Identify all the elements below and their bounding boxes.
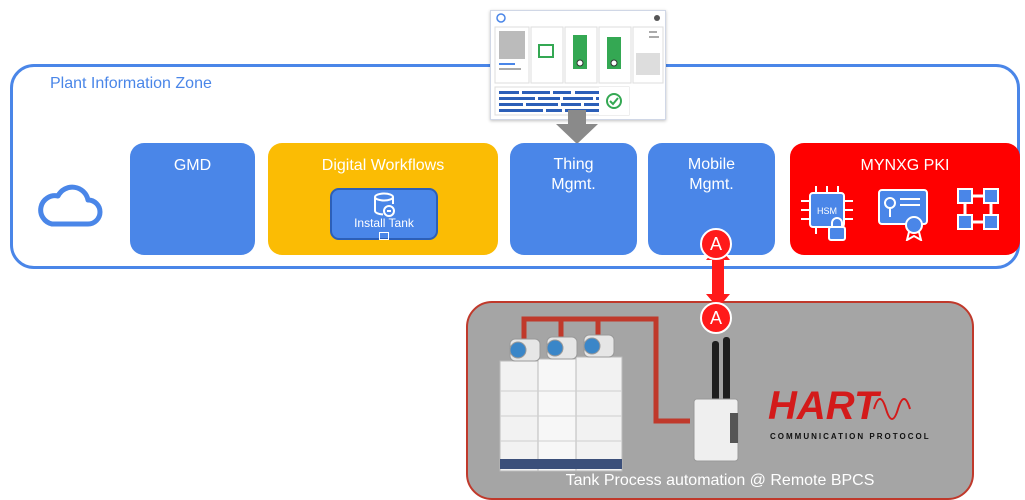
database-gear-icon [374,192,395,217]
antenna-icon [712,337,730,401]
hart-logo: HART [768,384,882,428]
gmd-label: GMD [173,157,212,174]
digital-workflows-label: Digital Workflows [321,157,445,174]
cloud-icon [38,184,103,227]
remote-bpcs-label: Tank Process automation @ Remote BPCS [565,472,875,489]
thing-mgmt-line1: Thing [553,156,594,173]
hsm-label: HSM [817,206,837,216]
certificate-icon [878,189,928,241]
small-box-icon [379,232,389,240]
install-tank-card[interactable]: Install Tank [330,188,438,240]
mynxg-pki-label: MYNXG PKI [860,157,950,174]
thing-mgmt-tile[interactable]: Thing Mgmt. [510,143,637,255]
hsm-chip-icon: HSM [801,186,853,241]
network-icon [957,188,999,230]
thing-mgmt-line2: Mgmt. [551,176,596,193]
tank-group [499,356,623,472]
tank-automation-illustration: HART [499,316,911,472]
double-arrow-icon [706,246,730,308]
down-arrow [556,110,598,144]
mobile-mgmt-line2: Mgmt. [689,176,734,193]
connector-a-bottom: A [700,302,732,334]
hart-subtitle: COMMUNICATION PROTOCOL [770,432,931,441]
gmd-tile[interactable]: GMD [130,143,255,255]
digital-workflows-tile[interactable]: Digital Workflows Install Tank [268,143,498,255]
connector-a-top: A [700,228,732,260]
mynxg-pki-tile[interactable]: MYNXG PKI HSM [790,143,1020,255]
zone-title: Plant Information Zone [50,75,212,92]
dashboard-thumbnail [490,10,666,120]
mobile-mgmt-line1: Mobile [687,156,736,173]
install-tank-label: Install Tank [354,216,414,230]
